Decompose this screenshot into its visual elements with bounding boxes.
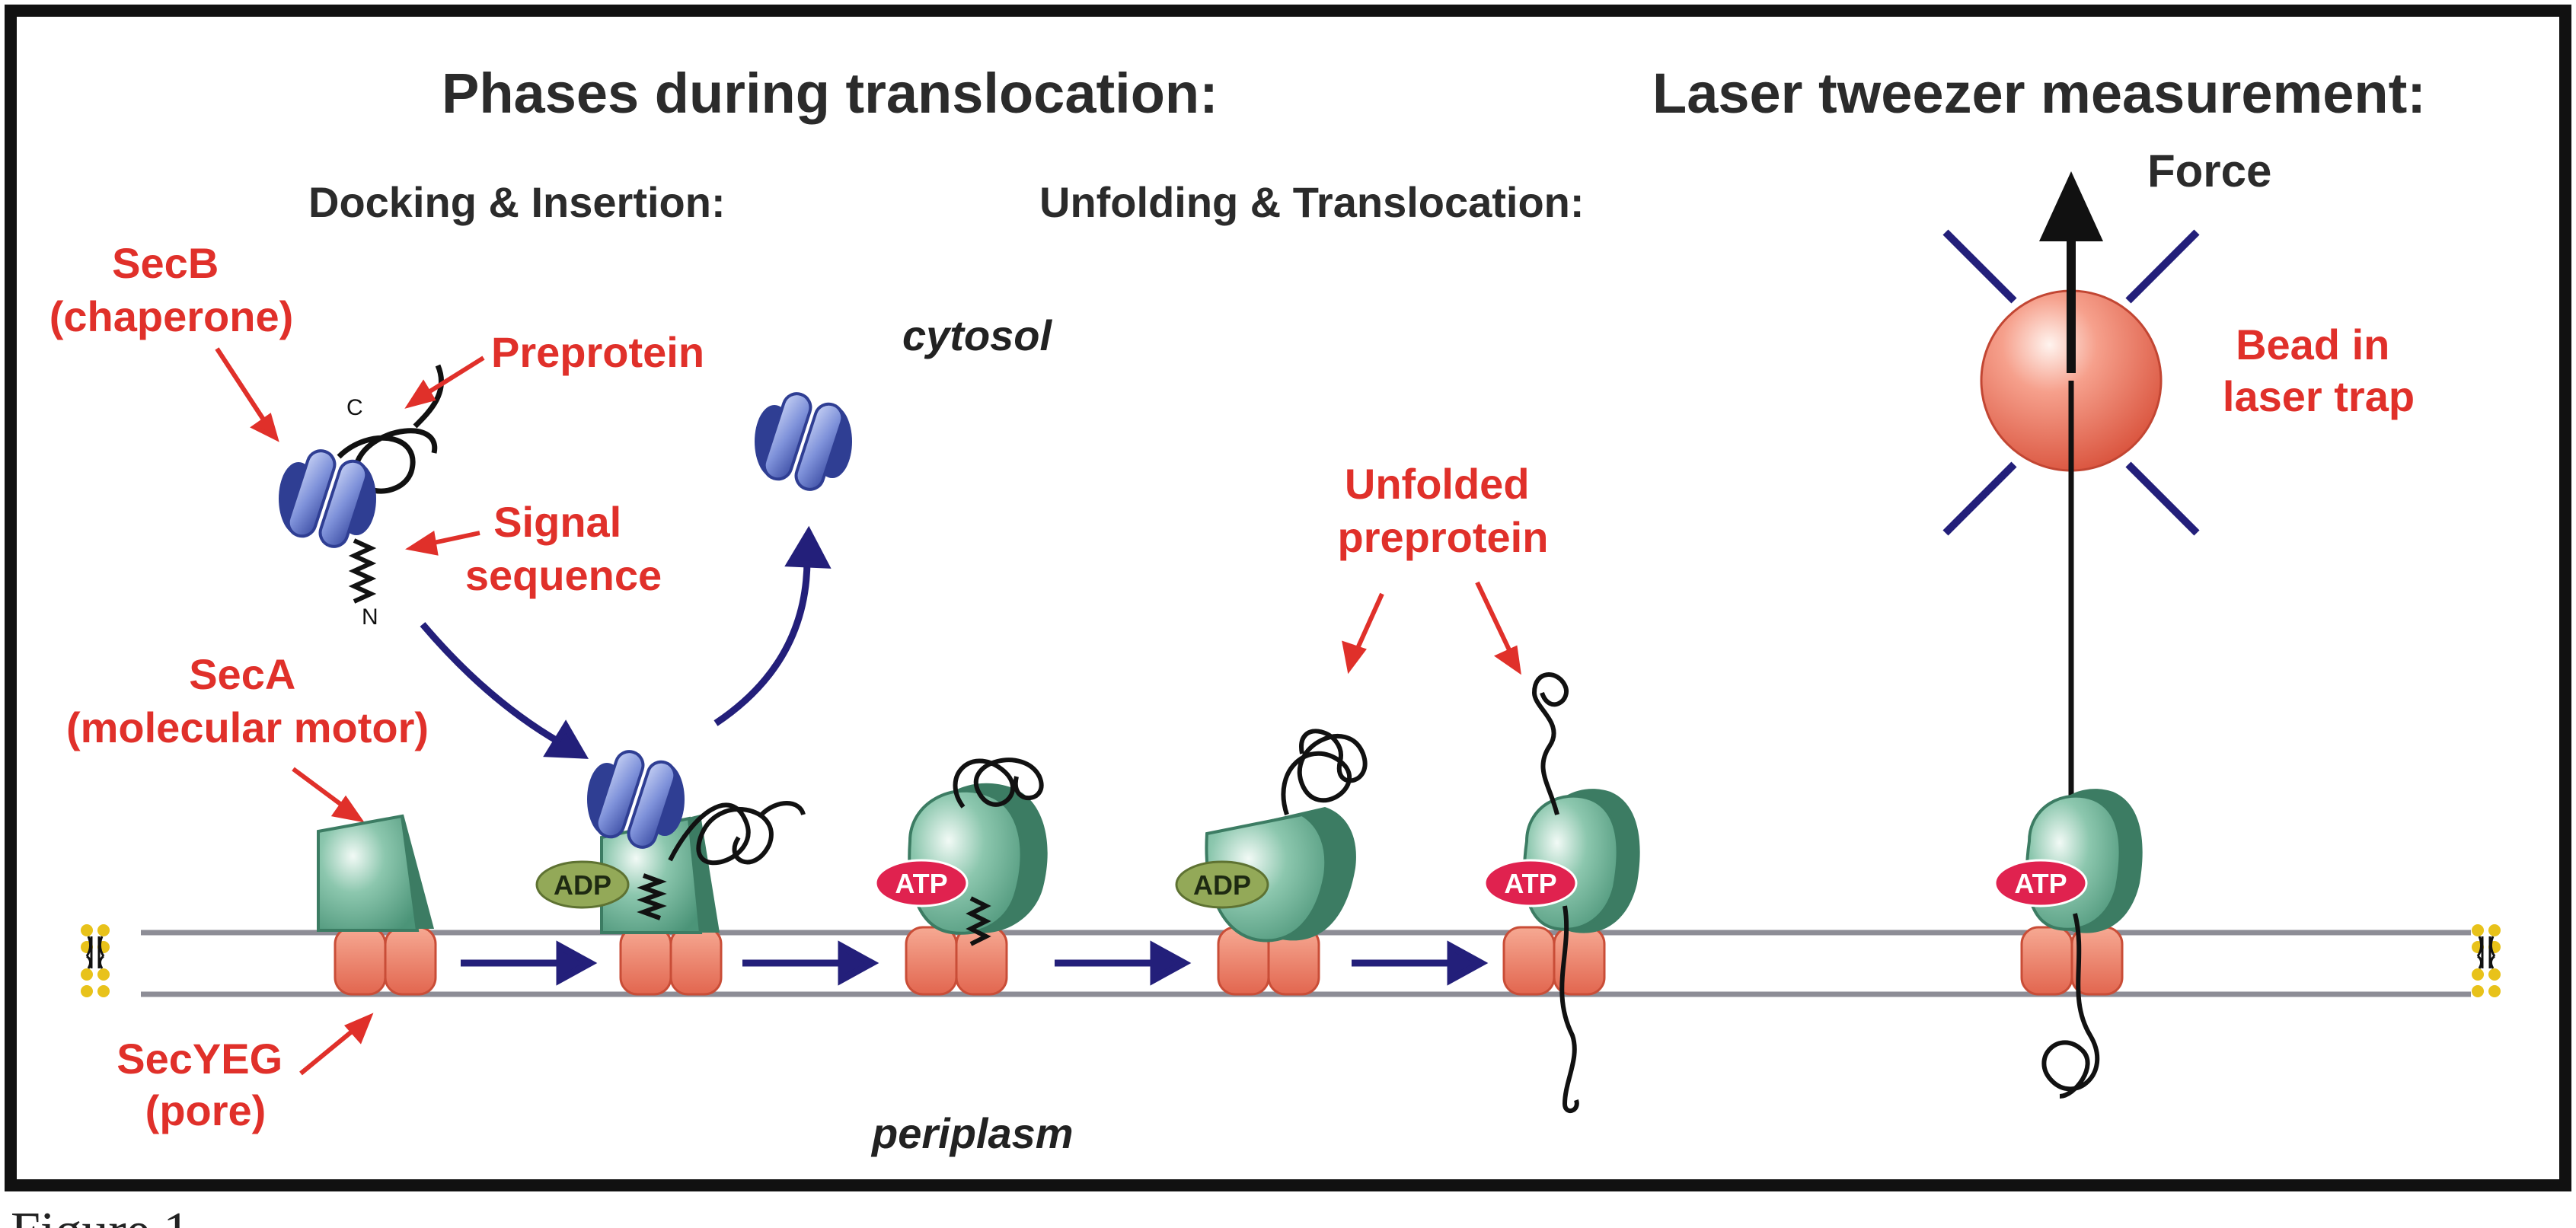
adp-label: ADP <box>1193 869 1251 901</box>
adp-badge <box>535 860 630 909</box>
red-pointer-arrows <box>215 347 1521 1076</box>
periplasm-label: periplasm <box>870 1109 1074 1157</box>
preprotein-label: Preprotein <box>491 328 704 376</box>
heading-docking: Docking & Insertion: <box>308 178 726 226</box>
stage-seca-bound <box>317 814 437 996</box>
laser-beam-lines <box>1942 229 2200 536</box>
stage-unfolding-adp: ADP <box>1175 729 1368 996</box>
force-label: Force <box>2147 145 2271 196</box>
laser-tweezer-setup: Force Bead in laser trap ATP <box>1942 145 2415 1099</box>
adp-badge <box>1175 860 1269 909</box>
atp-label: ATP <box>1504 868 1556 899</box>
secyeg-label: SecYEG (pore) <box>117 1035 294 1134</box>
atp-badge <box>1993 859 2088 907</box>
unfolded-preprotein-label: Unfolded preprotein <box>1338 460 1549 561</box>
atp-badge <box>1483 859 1578 907</box>
heading-phases: Phases during translocation: <box>442 62 1218 125</box>
bead-label: Bead in laser trap <box>2223 321 2415 420</box>
terminus-n-label: N <box>362 604 378 630</box>
force-arrow-head-icon <box>2039 171 2103 241</box>
stage-insertion: ATP <box>874 758 1048 996</box>
stage-docking: ADP <box>535 746 806 996</box>
stage-translocation-atp: ATP <box>1483 672 1640 1113</box>
cytosol-label: cytosol <box>902 311 1052 359</box>
adp-label: ADP <box>554 869 611 901</box>
terminus-c-label: C <box>346 395 363 420</box>
atp-label: ATP <box>895 868 947 899</box>
figure-caption: Figure 1 <box>11 1202 190 1228</box>
secb-label: SecB (chaperone) <box>49 239 294 340</box>
process-arrows <box>420 525 1489 986</box>
seca-label: SecA (molecular motor) <box>66 650 429 751</box>
atp-badge <box>874 859 969 907</box>
atp-label: ATP <box>2014 868 2067 899</box>
heading-laser: Laser tweezer measurement: <box>1652 62 2426 125</box>
secb-preprotein-complex: C N <box>277 364 444 630</box>
signal-sequence-label: Signal sequence <box>465 498 662 599</box>
heading-unfolding: Unfolding & Translocation: <box>1039 178 1585 226</box>
